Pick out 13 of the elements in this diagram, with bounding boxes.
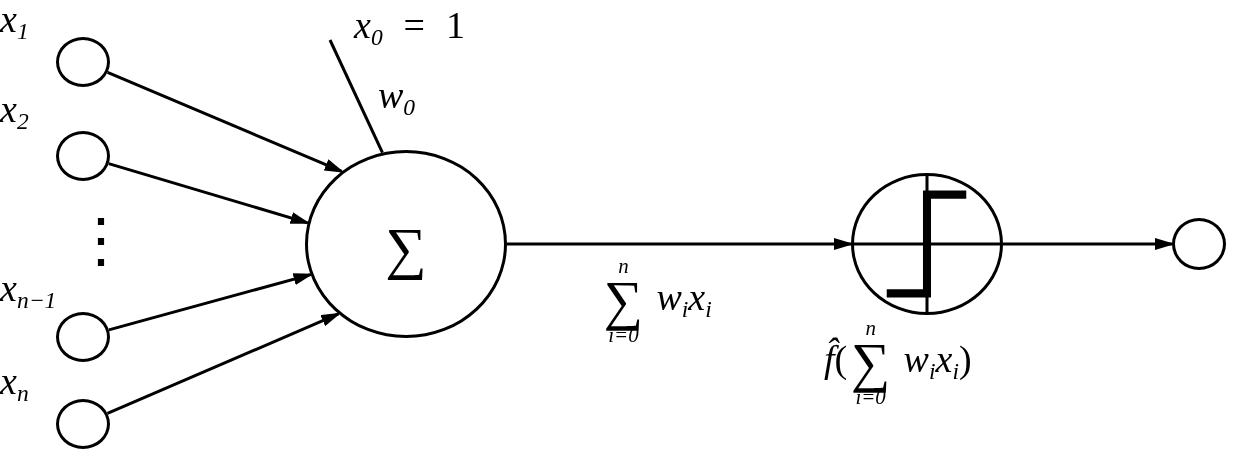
input-label: x$_{1}$ <box>0 0 29 38</box>
input-node <box>56 131 110 181</box>
input-node <box>56 37 110 87</box>
summation-symbol: ∑ <box>385 220 427 278</box>
connector-line <box>328 39 384 154</box>
input-label: x$_{n−1}$ <box>0 269 57 307</box>
input-label: x$_{2}$ <box>0 90 29 128</box>
input-node <box>56 312 110 362</box>
bias-input-label: x$_{0}$ = 1 <box>354 6 465 44</box>
vertical-ellipsis: ⋮ <box>71 210 131 270</box>
input-node <box>56 399 110 449</box>
output-node <box>1172 218 1226 270</box>
input-label: x$_{n}$ <box>0 362 29 400</box>
